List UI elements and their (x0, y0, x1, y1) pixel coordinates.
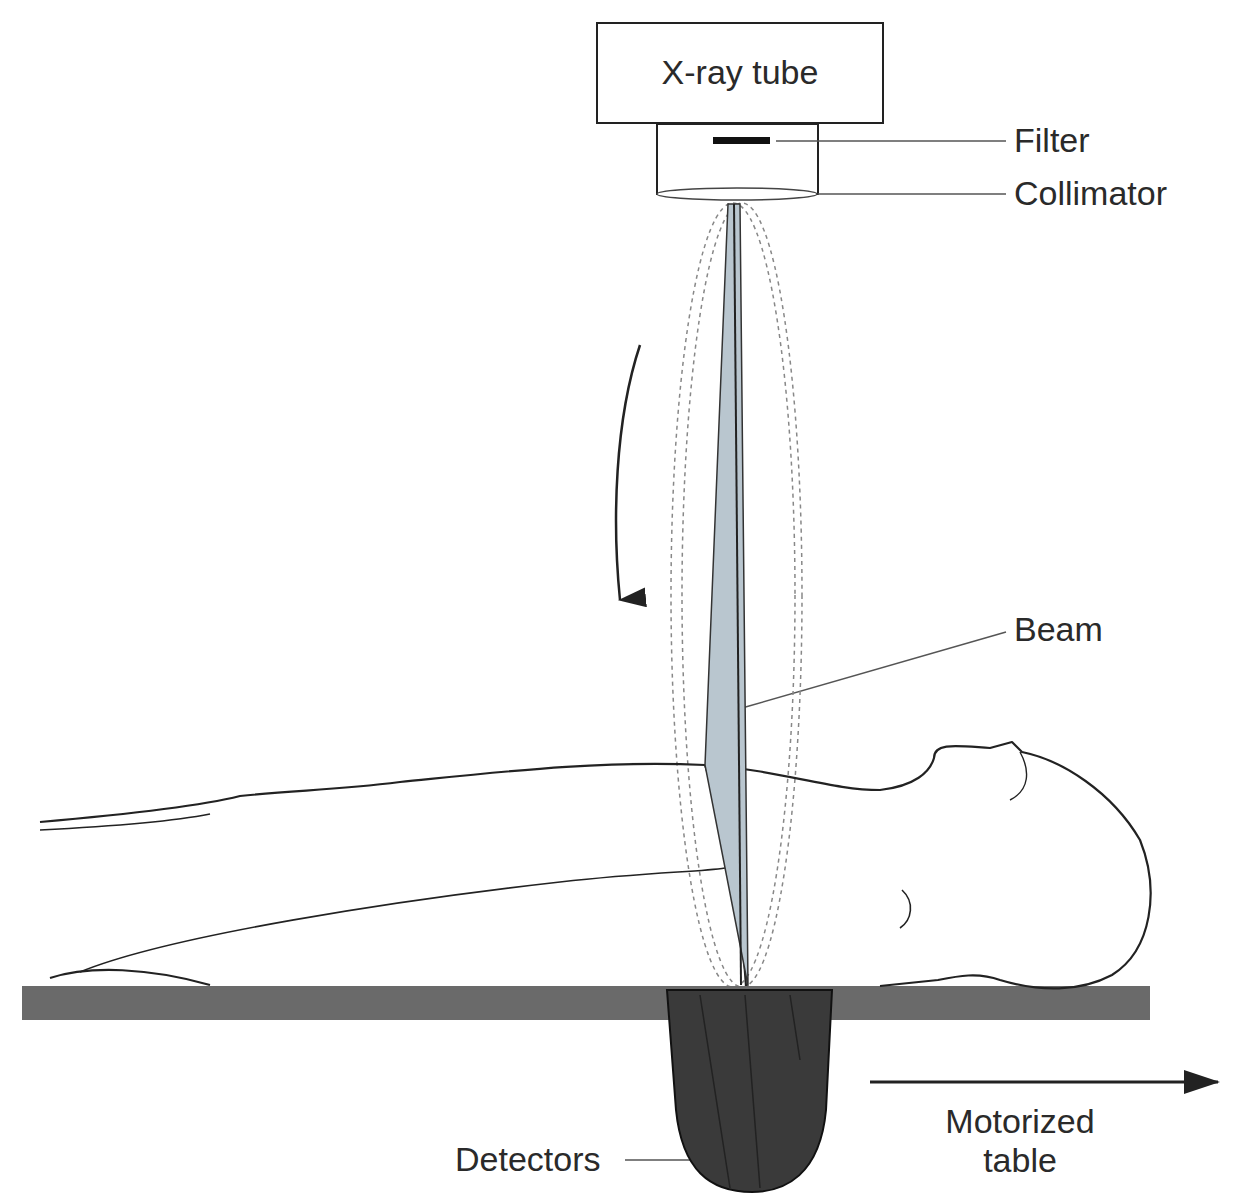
leader-line (818, 193, 1006, 195)
part-label: Motorized table (920, 1102, 1120, 1180)
motion-arrow (870, 1081, 1218, 1084)
part-label: Filter (1014, 121, 1090, 160)
detector-array (667, 990, 832, 1192)
part-label: Beam (1014, 610, 1103, 649)
part-label: Collimator (1014, 174, 1167, 213)
node-text: X-ray tube (662, 53, 819, 92)
tube-box: X-ray tube (596, 22, 884, 124)
filter (713, 137, 770, 144)
part-label: Detectors (455, 1140, 601, 1179)
beam-axis (734, 204, 741, 985)
patient (40, 742, 1151, 988)
rotation-path (671, 203, 802, 987)
xray-beam (705, 204, 748, 986)
leader-line (776, 140, 1006, 142)
patient-table (22, 986, 1150, 1020)
rotation-arrow (616, 345, 640, 600)
leader-line (742, 632, 1006, 708)
collimator (657, 124, 818, 200)
